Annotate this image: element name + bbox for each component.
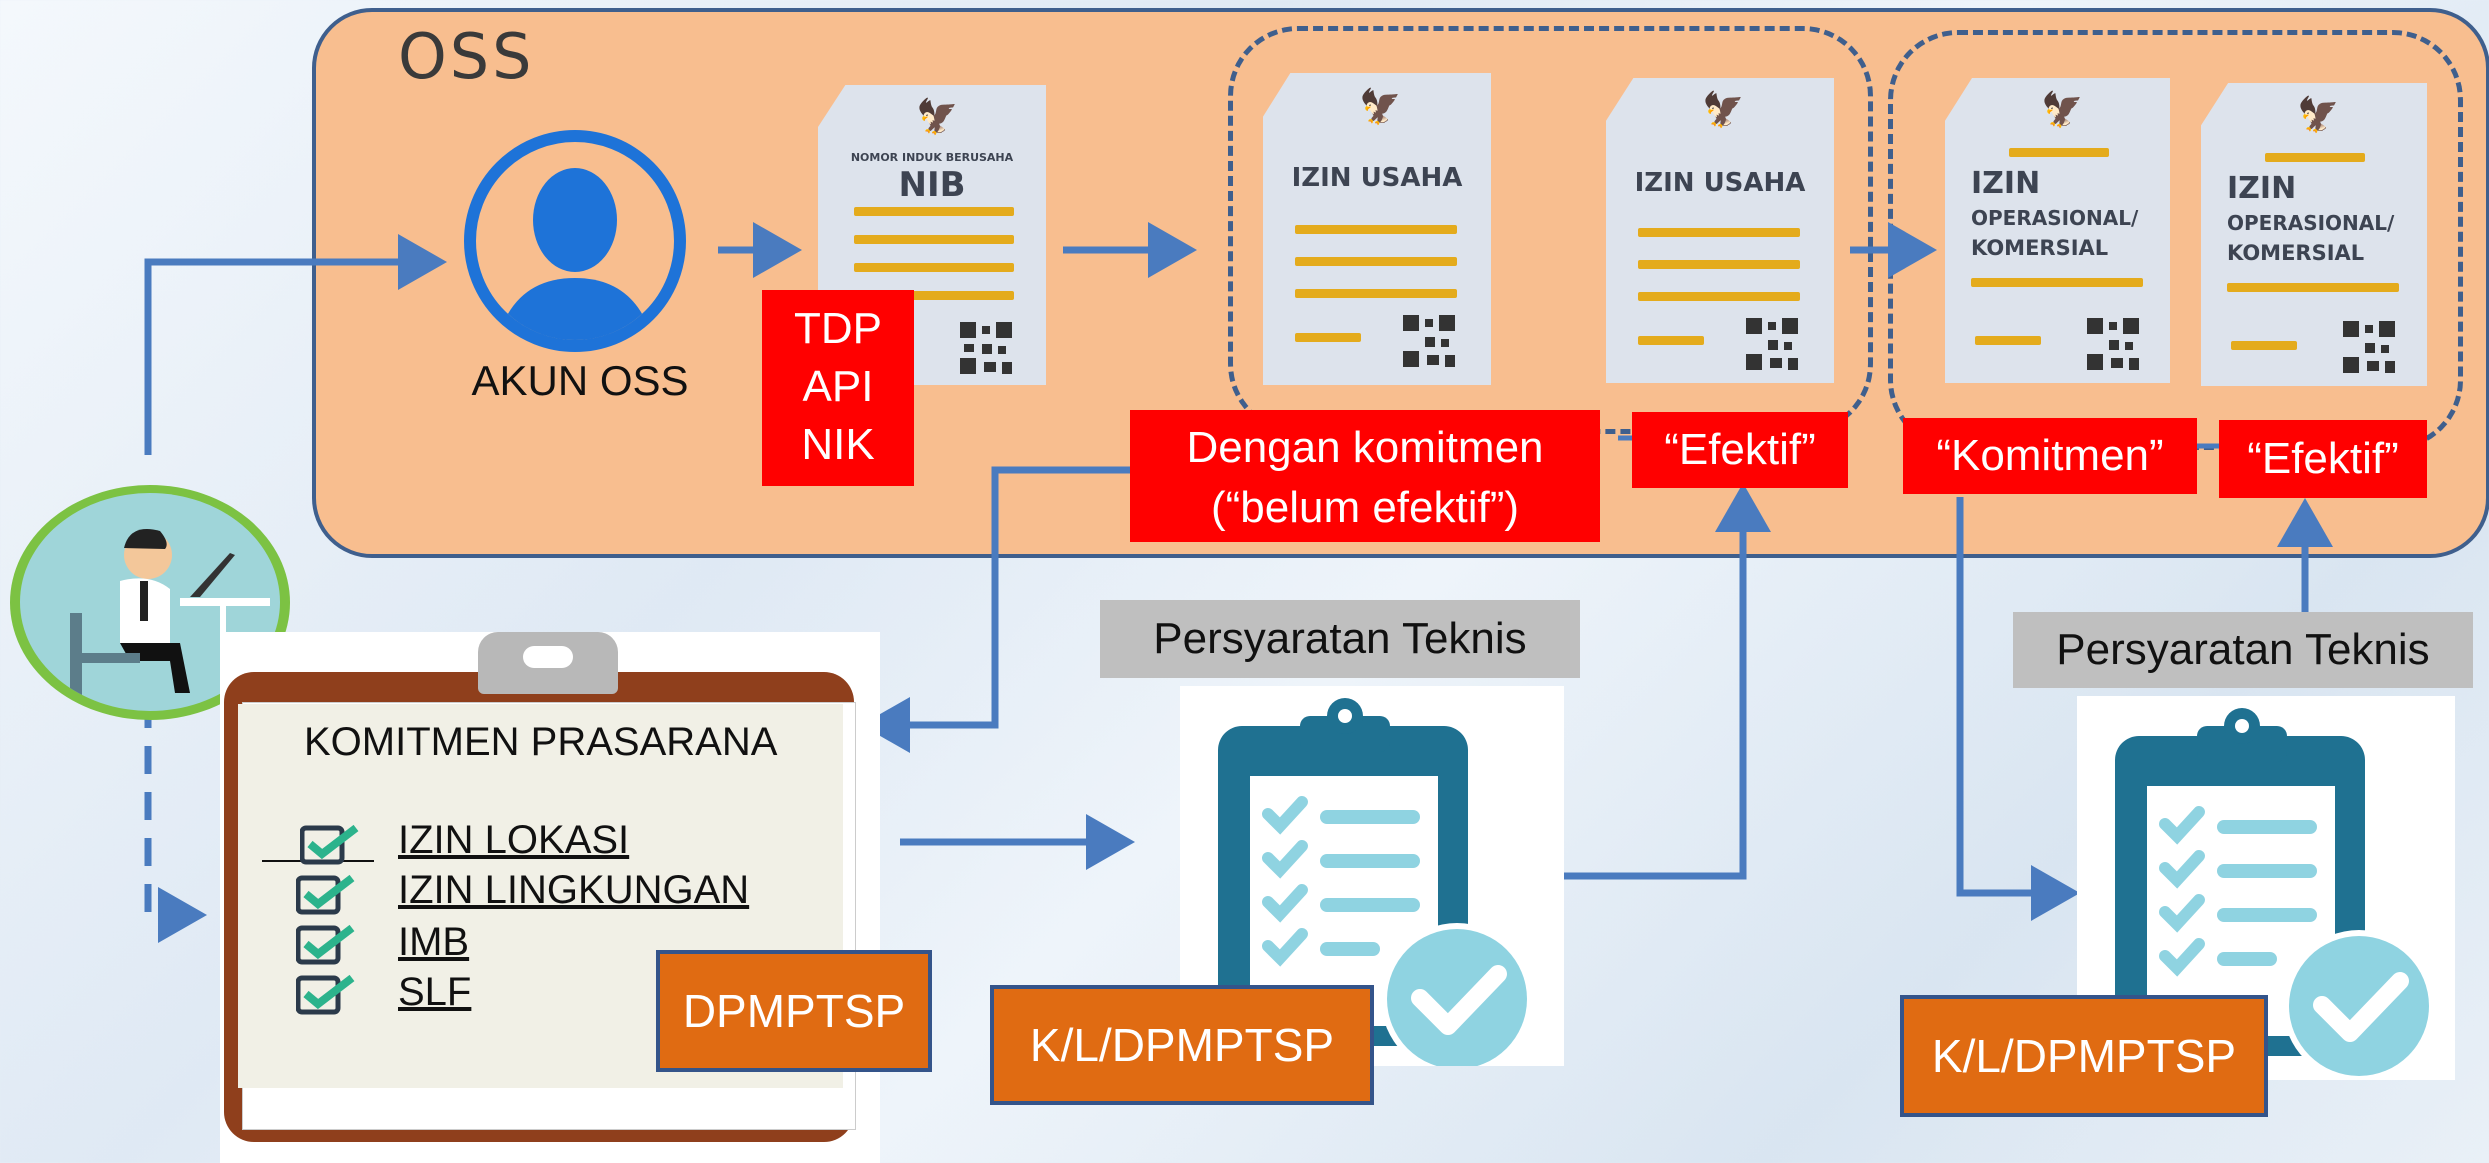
izin-usaha-document-2: 🦅 IZIN USAHA — [1606, 78, 1834, 383]
qr-code-icon — [958, 320, 1014, 376]
izin-operasional-document-2: 🦅 IZIN OPERASIONAL/ KOMERSIAL — [2201, 83, 2427, 386]
authority-kl-dpmptsp-1: K/L/DPMPTSP — [990, 985, 1374, 1105]
clipboard-clip — [478, 632, 618, 694]
status-dengan-komitmen-line2: (“belum efektif”) — [1210, 483, 1520, 532]
checklist-item-2 — [295, 872, 356, 920]
garuda-emblem-icon: 🦅 — [1359, 87, 1402, 127]
izin-operasional-line2: OPERASIONAL/ — [2227, 211, 2395, 235]
status-komitmen: “Komitmen” — [1903, 418, 2197, 494]
izin-operasional-line2: OPERASIONAL/ — [1971, 206, 2139, 230]
komitmen-prasarana-title: KOMITMEN PRASARANA — [304, 720, 778, 764]
checklist-label-izin-lingkungan: IZIN LINGKUNGAN — [398, 868, 750, 912]
garuda-emblem-icon: 🦅 — [1702, 90, 1745, 130]
izin-operasional-line3: KOMERSIAL — [2227, 241, 2365, 265]
qr-code-icon — [2341, 319, 2397, 375]
arrow-komitmen-to-prasarana — [861, 466, 1130, 753]
izin-operasional-document-1: 🦅 IZIN OPERASIONAL/ KOMERSIAL — [1945, 78, 2170, 383]
authority-dpmptsp: DPMPTSP — [656, 950, 932, 1072]
izin-usaha-title: IZIN USAHA — [1291, 163, 1463, 193]
checkbox-checked-icon — [299, 824, 359, 865]
persyaratan-teknis-label-2: Persyaratan Teknis — [2013, 612, 2473, 688]
checkbox-checked-icon — [295, 974, 355, 1015]
checklist-label-slf: SLF — [398, 970, 472, 1014]
status-dengan-komitmen: Dengan komitmen (“belum efektif”) — [1130, 410, 1600, 542]
qr-code-icon — [2085, 316, 2141, 372]
arrow-user-to-prasarana-dashed — [144, 700, 207, 943]
nib-title: NIB — [898, 165, 966, 205]
qr-code-icon — [1401, 313, 1457, 369]
user-account-icon — [464, 130, 686, 352]
izin-operasional-line1: IZIN — [2227, 171, 2297, 206]
garuda-emblem-icon: 🦅 — [2041, 90, 2084, 130]
clipboard-checklist-icon — [2115, 708, 2435, 1082]
checklist-label-izin-lokasi: IZIN LOKASI — [398, 818, 630, 862]
status-dengan-komitmen-line1: Dengan komitmen — [1186, 423, 1544, 472]
checklist-item-1 — [299, 822, 360, 870]
checkbox-checked-icon — [295, 924, 355, 965]
tag-nik: NIK — [801, 420, 875, 469]
technical-checklist-card-2 — [2077, 696, 2455, 1082]
izin-operasional-line1: IZIN — [1971, 166, 2041, 201]
komitmen-prasarana-card: KOMITMEN PRASARANA IZIN LOKASI IZIN LING… — [220, 632, 880, 1163]
nib-tags: TDP API NIK — [762, 290, 914, 486]
tag-api: API — [802, 362, 874, 411]
izin-usaha-title: IZIN USAHA — [1634, 168, 1806, 198]
checklist-item-3 — [295, 922, 356, 970]
status-efektif-2: “Efektif” — [2219, 420, 2427, 498]
persyaratan-teknis-label-1: Persyaratan Teknis — [1100, 600, 1580, 678]
nib-header: NOMOR INDUK BERUSAHA — [850, 151, 1014, 164]
checkbox-checked-icon — [295, 874, 355, 915]
garuda-emblem-icon: 🦅 — [2297, 95, 2340, 135]
oss-title: OSS — [398, 20, 535, 93]
checklist-label-imb: IMB — [398, 920, 470, 964]
izin-operasional-line3: KOMERSIAL — [1971, 236, 2109, 260]
nib-document: 🦅 NOMOR INDUK BERUSAHA NIB — [818, 85, 1046, 385]
status-efektif-1: “Efektif” — [1632, 412, 1848, 488]
tag-tdp: TDP — [794, 304, 882, 353]
clipboard-checklist-icon — [1218, 698, 1533, 1075]
arrow-user-to-account — [144, 234, 447, 455]
checklist-item-4 — [295, 972, 356, 1020]
arrow-komitmen-to-teknis2 — [1956, 497, 2080, 921]
arrow-teknis-to-efektif — [1563, 483, 1771, 880]
authority-kl-dpmptsp-2: K/L/DPMPTSP — [1900, 995, 2268, 1117]
garuda-emblem-icon: 🦅 — [916, 97, 959, 137]
account-label: AKUN OSS — [471, 357, 689, 404]
izin-usaha-document-1: 🦅 IZIN USAHA — [1263, 73, 1491, 385]
person-at-laptop-icon — [70, 529, 270, 703]
user-avatar — [10, 485, 290, 720]
qr-code-icon — [1744, 316, 1800, 372]
